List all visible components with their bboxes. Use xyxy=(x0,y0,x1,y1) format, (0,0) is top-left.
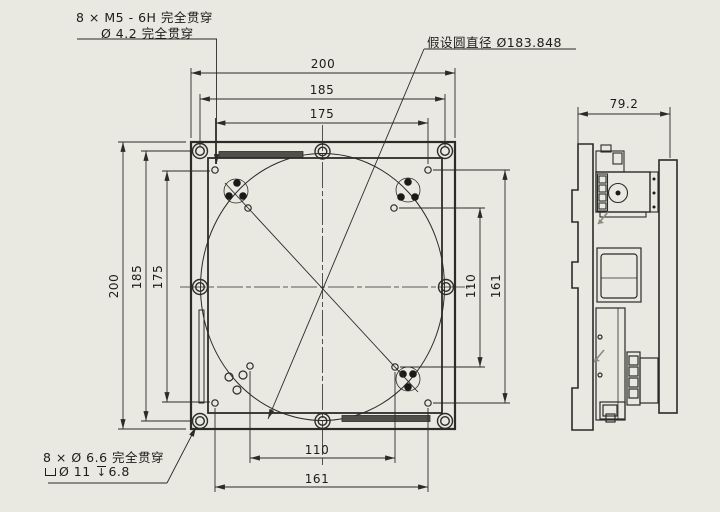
hidden-direction-arrows xyxy=(593,211,609,363)
cbore-depth-value: 6.8 xyxy=(108,464,130,479)
depth-icon: ↓ xyxy=(96,466,107,479)
dim-top-175: 175 xyxy=(309,107,335,121)
side-motor-assembly xyxy=(595,144,659,218)
dim-bottom-110: 110 xyxy=(304,443,330,457)
leader-lines xyxy=(48,38,576,484)
hole-clusters xyxy=(223,177,421,395)
counterbore-icon xyxy=(45,468,56,476)
side-view xyxy=(571,143,678,431)
side-lower-assembly xyxy=(595,307,659,423)
dim-left-175: 175 xyxy=(151,264,165,290)
dim-bottom-161: 161 xyxy=(304,472,330,486)
dim-top-200: 200 xyxy=(310,57,336,71)
circle-diameter-note: 假设圆直径 Ø183.848 xyxy=(427,35,563,50)
cbore-note-line1: 8 × Ø 6.6 完全贯穿 xyxy=(43,450,165,465)
dim-right-161: 161 xyxy=(489,273,503,299)
side-front-plate xyxy=(571,143,594,431)
centerlines xyxy=(180,125,470,465)
edge-slots xyxy=(218,151,431,422)
dim-right-110: 110 xyxy=(464,273,478,299)
tapped-holes xyxy=(211,166,432,407)
thread-note-line2: Ø 4.2 完全贯穿 xyxy=(101,26,194,41)
base-plate-outline xyxy=(189,140,457,431)
cbore-hole-size: Ø 11 xyxy=(59,464,91,479)
cbore-note-line2: Ø 11 ↓6.8 xyxy=(45,464,130,479)
thread-note-line1: 8 × M5 - 6H 完全贯穿 xyxy=(76,10,213,25)
diagonal-line xyxy=(224,182,419,393)
dim-left-185: 185 xyxy=(130,264,144,290)
rotary-platform-circle xyxy=(200,153,445,421)
cbore-holes xyxy=(191,142,455,430)
side-rear-plate xyxy=(658,159,678,414)
dim-side-width: 79.2 xyxy=(609,97,639,111)
dim-left-200: 200 xyxy=(107,273,121,299)
left-edge-slot xyxy=(198,309,205,404)
side-mid-housing xyxy=(596,247,642,303)
dim-top-185: 185 xyxy=(309,83,335,97)
front-view xyxy=(180,125,470,465)
